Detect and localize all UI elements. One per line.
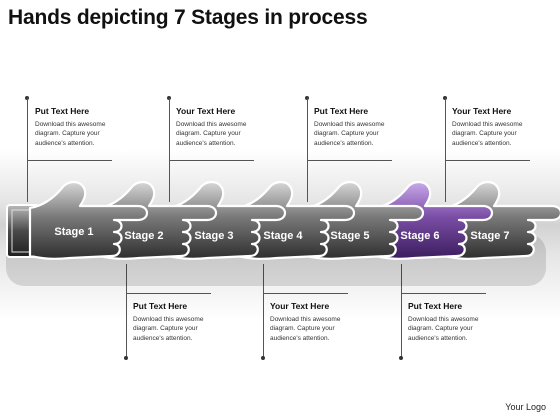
callout-heading: Your Text Here — [452, 106, 512, 116]
connector-line — [263, 264, 264, 358]
connector-line — [445, 160, 530, 161]
stage-label-4: Stage 4 — [263, 230, 303, 242]
callout-heading: Put Text Here — [133, 301, 188, 311]
connector-line — [169, 160, 254, 161]
connector-dot — [399, 356, 403, 360]
callout-top-4: Your Text Here Download this awesome dia… — [452, 106, 552, 148]
callout-body: Download this awesome diagram. Capture y… — [452, 121, 523, 147]
connector-line — [169, 98, 170, 202]
page-title: Hands depicting 7 Stages in process — [8, 6, 368, 29]
callout-heading: Put Text Here — [314, 106, 369, 116]
callout-bottom-3: Put Text Here Download this awesome diag… — [408, 301, 508, 343]
callout-body: Download this awesome diagram. Capture y… — [314, 121, 385, 147]
connector-line — [126, 293, 211, 294]
callout-body: Download this awesome diagram. Capture y… — [133, 316, 204, 342]
callout-top-2: Your Text Here Download this awesome dia… — [176, 106, 276, 148]
stage-label-3: Stage 3 — [194, 230, 233, 242]
callout-heading: Your Text Here — [270, 301, 330, 311]
callout-bottom-2: Your Text Here Download this awesome dia… — [270, 301, 370, 343]
connector-line — [27, 98, 28, 202]
connector-line — [307, 160, 392, 161]
connector-line — [445, 98, 446, 202]
callout-bottom-1: Put Text Here Download this awesome diag… — [133, 301, 233, 343]
stage-label-5: Stage 5 — [330, 230, 369, 242]
callout-heading: Put Text Here — [408, 301, 463, 311]
stage-label-2: Stage 2 — [124, 230, 163, 242]
stage-label-1: Stage 1 — [54, 226, 93, 238]
logo-text: Your Logo — [505, 402, 546, 412]
callout-heading: Put Text Here — [35, 106, 90, 116]
callout-body: Download this awesome diagram. Capture y… — [35, 121, 106, 147]
connector-dot — [261, 356, 265, 360]
stage-label-7: Stage 7 — [470, 230, 509, 242]
stage-label-6: Stage 6 — [400, 230, 439, 242]
callout-top-3: Put Text Here Download this awesome diag… — [314, 106, 414, 148]
connector-line — [401, 264, 402, 358]
connector-dot — [124, 356, 128, 360]
callout-top-1: Put Text Here Download this awesome diag… — [35, 106, 135, 148]
callout-body: Download this awesome diagram. Capture y… — [408, 316, 479, 342]
callout-heading: Your Text Here — [176, 106, 236, 116]
connector-line — [401, 293, 486, 294]
callout-body: Download this awesome diagram. Capture y… — [270, 316, 341, 342]
connector-line — [126, 264, 127, 358]
callout-body: Download this awesome diagram. Capture y… — [176, 121, 247, 147]
connector-line — [27, 160, 112, 161]
connector-line — [263, 293, 348, 294]
connector-line — [307, 98, 308, 202]
